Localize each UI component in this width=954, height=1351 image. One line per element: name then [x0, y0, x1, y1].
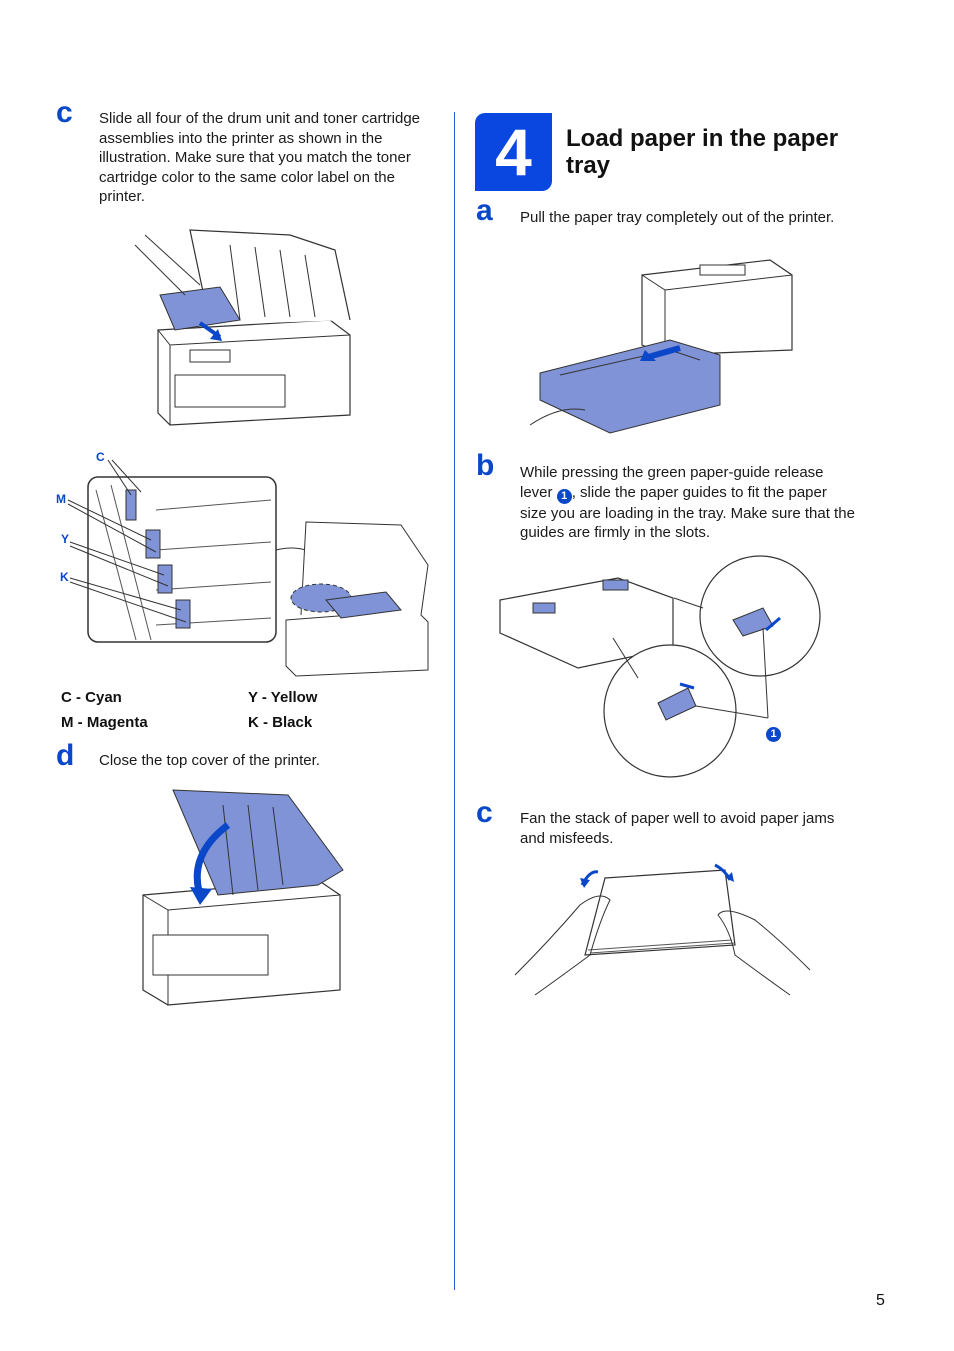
callout-1-marker: 1	[766, 727, 781, 742]
step-c-right-instruction: Fan the stack of paper well to avoid pap…	[520, 810, 835, 847]
color-label-detail-illustration	[67, 459, 429, 677]
legend-yellow: Y - Yellow	[248, 689, 318, 706]
column-divider	[454, 112, 455, 1290]
fan-paper-illustration	[514, 863, 811, 996]
step-letter-b: b	[476, 449, 495, 482]
step-number-box: 4	[475, 113, 552, 191]
legend-cyan: C - Cyan	[61, 689, 122, 706]
lever-marker-1: 1	[556, 488, 572, 504]
step-c-instruction: Slide all four of the drum unit and tone…	[99, 110, 421, 205]
step-a-instruction: Pull the paper tray completely out of th…	[520, 209, 835, 226]
callout-1: 1	[766, 722, 781, 742]
step-b-instruction: While pressing the green paper-guide rel…	[520, 463, 855, 543]
step-title: Load paper in the paper tray	[566, 125, 839, 179]
step-letter-d: d	[56, 739, 75, 772]
legend-magenta: M - Magenta	[61, 714, 148, 731]
paper-guide-illustration	[499, 555, 821, 778]
step-letter-c-right: c	[476, 796, 493, 829]
step-b-text-after: , slide the paper guides to fit the pape…	[520, 483, 855, 542]
step-letter-c-left: c	[56, 96, 73, 129]
callout-y: Y	[61, 532, 70, 546]
pull-tray-illustration	[529, 259, 793, 434]
close-cover-illustration	[142, 789, 344, 1006]
page-number: 5	[876, 1292, 885, 1309]
step-letter-a: a	[476, 194, 493, 227]
callout-m: M	[56, 492, 66, 506]
drum-insertion-illustration	[134, 229, 351, 426]
callout-c: C	[96, 450, 105, 464]
step-b-text-before: While pressing the green paper-guide rel…	[520, 464, 824, 501]
step-d-instruction: Close the top cover of the printer.	[99, 752, 320, 769]
callout-k: K	[60, 570, 69, 584]
legend-black: K - Black	[248, 714, 313, 731]
